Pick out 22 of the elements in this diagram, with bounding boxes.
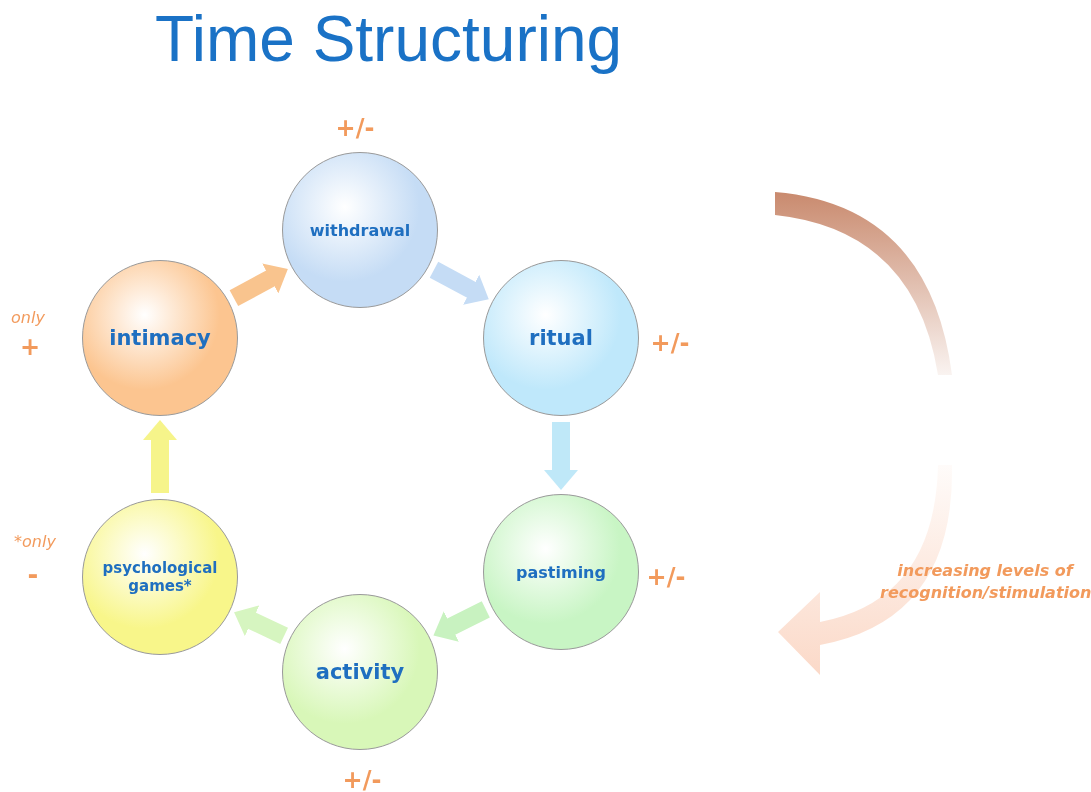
note-label: increasing levels of recognition/stimulation <box>880 560 1090 605</box>
sign-label: +/- <box>650 329 690 357</box>
arrow <box>234 605 288 645</box>
arrow <box>229 263 288 306</box>
node-label: psychological games* <box>101 559 219 595</box>
sign-label: *only <box>14 531 56 551</box>
sign-label: +/- <box>342 766 382 792</box>
sign-label: only <box>11 307 45 327</box>
sign-label: +/- <box>335 114 375 142</box>
arrow <box>433 601 490 642</box>
sign-label: - <box>27 560 39 590</box>
arrow <box>544 422 578 490</box>
sign-label: + <box>19 333 41 361</box>
arrow <box>429 261 489 305</box>
node-label: ritual <box>529 326 593 350</box>
title: Time Structuring <box>155 2 623 76</box>
node-label: activity <box>315 660 405 684</box>
node-label: intimacy <box>109 326 211 350</box>
node-label: pastiming <box>516 562 606 582</box>
arrow <box>143 420 177 493</box>
node-label: withdrawal <box>309 220 411 240</box>
sign-label: +/- <box>646 563 686 591</box>
